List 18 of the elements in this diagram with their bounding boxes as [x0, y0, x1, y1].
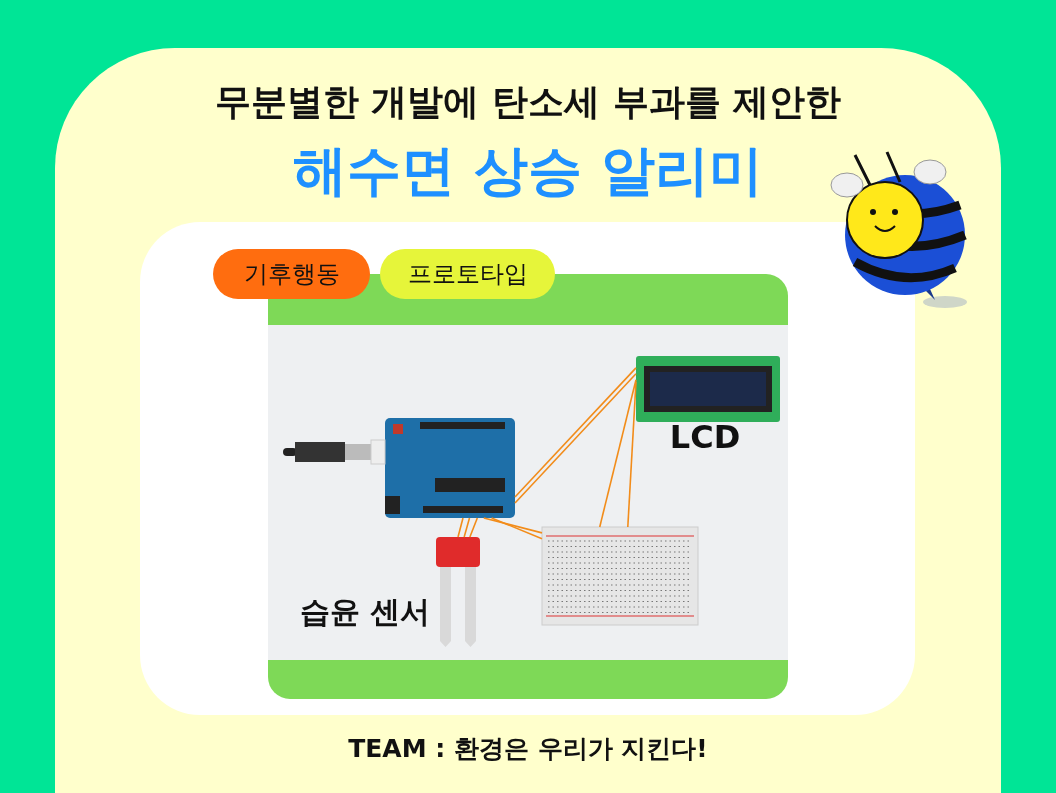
subtitle: 무분별한 개발에 탄소세 부과를 제안한 — [213, 80, 843, 124]
wire — [463, 517, 471, 538]
caption: TEAM : 환경은 우리가 지킨다! — [347, 733, 709, 765]
wire — [483, 517, 543, 534]
category-tag: 프로토타입 — [380, 249, 555, 299]
wire — [457, 517, 464, 538]
microcontroller-board-drawing — [385, 418, 515, 518]
breadboard-drawing — [542, 527, 698, 625]
category-tag: 기후행동 — [213, 249, 370, 299]
wire — [598, 378, 637, 528]
part-label: LCD — [668, 418, 742, 456]
part-label: 습윤 센서 — [300, 593, 430, 631]
lcd-module-drawing — [636, 356, 780, 422]
wire — [627, 380, 637, 528]
moisture-sensor-drawing — [436, 537, 480, 647]
wire — [469, 517, 479, 538]
title: 해수면 상승 알리미 — [292, 138, 764, 204]
wire — [490, 517, 543, 540]
